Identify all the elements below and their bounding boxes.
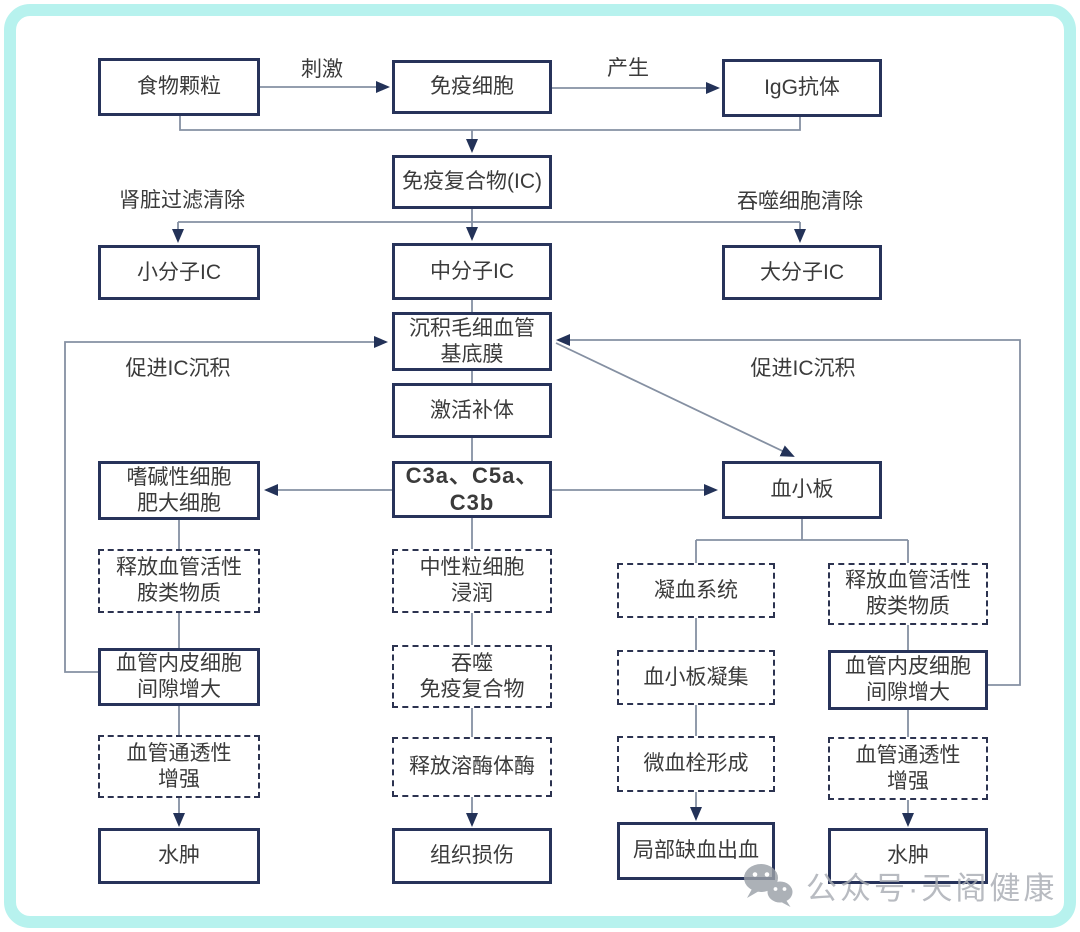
node-medium-ic: 中分子IC [392,243,552,300]
label-promote-ic-left: 促进IC沉积 [125,357,231,380]
label-promote-ic-right: 促进IC沉积 [750,357,856,380]
edge-feedback-right [556,334,1021,686]
node-immune-complex: 免疫复合物(IC) [392,155,552,209]
node-deposit-basement-membrane: 沉积毛细血管 基底膜 [392,312,552,371]
node-activate-complement: 激活补体 [392,383,552,438]
node-tissue-damage: 组织损伤 [392,828,552,884]
watermark-text: 公众号·天阁健康 [806,870,1058,906]
edge-merge-to-ic [179,116,801,131]
node-permeability-left: 血管通透性 增强 [98,735,260,798]
label-stimulate: 刺激 [301,58,343,81]
node-release-lysosomal-enzymes: 释放溶酶体酶 [392,737,552,797]
node-endothelial-gap-right: 血管内皮细胞 间隙增大 [828,650,988,710]
edge-deposit-to-platelet [555,342,795,457]
node-microthrombus: 微血栓形成 [617,736,775,792]
watermark: 公众号·天阁健康 [742,861,1057,909]
node-basophil-mast-cell: 嗜碱性细胞 肥大细胞 [98,461,260,520]
node-large-ic: 大分子IC [722,245,882,300]
node-igg-antibody: IgG抗体 [722,59,882,117]
label-kidney-clearance: 肾脏过滤清除 [119,189,245,212]
edge-feedback-left [64,336,388,673]
node-edema-left: 水肿 [98,828,260,884]
edge-ic-split [178,209,800,223]
node-edema-right: 水肿 [828,828,988,884]
wechat-icon [744,864,793,907]
node-neutrophil-infiltration: 中性粒细胞 浸润 [392,549,552,613]
node-c3a-c5a-c3b: C3a、C5a、 C3b [392,461,552,518]
edge-platelet-split [695,519,909,563]
node-endothelial-gap-left: 血管内皮细胞 间隙增大 [98,648,260,706]
node-food-particles: 食物颗粒 [98,58,260,116]
node-platelet: 血小板 [722,461,882,519]
label-phagocyte-clearance: 吞噬细胞清除 [737,190,863,213]
node-release-amines-left: 释放血管活性 胺类物质 [98,549,260,613]
node-phagocytose-ic: 吞噬 免疫复合物 [392,645,552,708]
node-small-ic: 小分子IC [98,245,260,300]
node-coagulation-system: 凝血系统 [617,563,775,618]
label-produce: 产生 [607,57,649,80]
node-immune-cells: 免疫细胞 [392,60,552,114]
node-permeability-right: 血管通透性 增强 [828,737,988,800]
node-ischemia-hemorrhage: 局部缺血出血 [617,822,775,880]
node-platelet-aggregation: 血小板凝集 [617,650,775,705]
node-release-amines-right: 释放血管活性 胺类物质 [828,563,988,625]
